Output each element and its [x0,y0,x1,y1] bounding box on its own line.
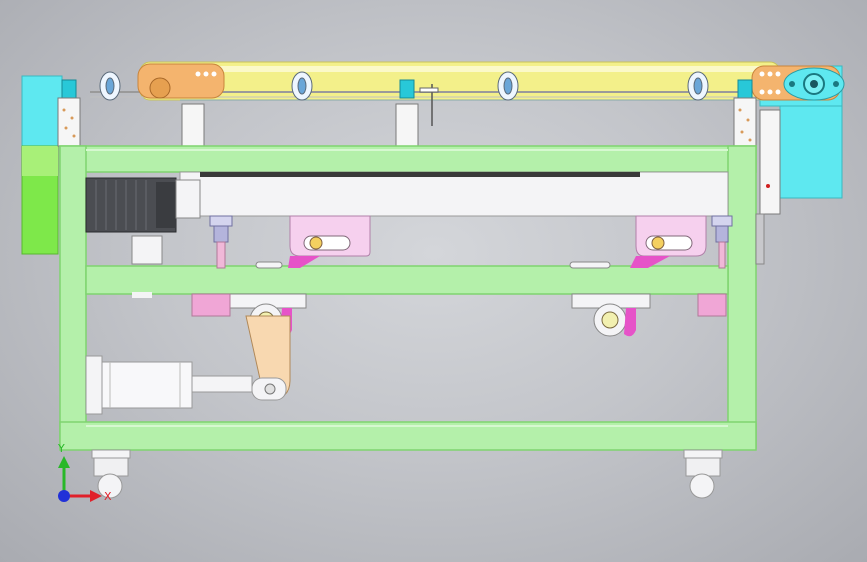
pneumatic-cylinder [85,355,287,415]
casters [91,449,723,499]
conveyor-belt-highlight [150,66,770,72]
pink-block-left [191,293,231,317]
slide-plate [179,171,729,217]
triad-x-label: X [104,490,112,503]
guide-wheels [99,71,709,101]
right-cyan-housing [779,99,843,199]
drive-motor [85,177,201,298]
cam-followers [227,293,651,337]
left-green-block-inner [22,146,58,176]
triad-y-label: Y [57,442,65,455]
pink-block-right [697,293,727,317]
cam-brackets [255,215,707,269]
coordinate-triad-icon: Y X [57,442,112,503]
belt-clamps [61,79,753,99]
guide-rods [209,215,733,269]
left-cyan-block [21,75,63,147]
